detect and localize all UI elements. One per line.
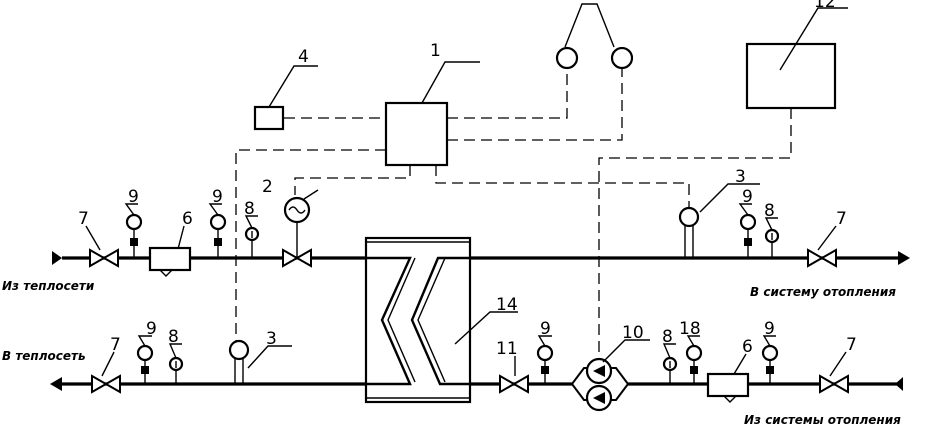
temperature-sensor-supply-icon [678,206,700,258]
label-7-top-right: 7 [836,209,847,229]
label-9-d: 9 [146,319,157,339]
valve-7a-icon [89,248,119,268]
control-valve-icon [282,196,312,268]
filter-top-icon [148,246,192,277]
label-to-heating-system: В систему отопления [750,285,896,299]
valve-7b-icon [807,248,837,268]
label-6-bottom: 6 [742,337,753,357]
label-7-bottom-left: 7 [110,335,121,355]
label-from-heating-system: Из системы отопления [744,413,901,427]
label-1: 1 [430,41,441,61]
label-8-bottom-right: 8 [662,327,673,347]
label-3-supply: 3 [735,167,746,187]
filter-bottom-icon [706,372,750,403]
valve-11-icon [499,374,529,394]
valve-7c-icon [91,374,121,394]
label-9-a: 9 [128,187,139,207]
thermometers [168,226,780,384]
leader-lines [85,3,848,377]
label-3-return: 3 [266,329,277,349]
device-12-box [745,42,837,110]
label-8-top-left: 8 [244,199,255,219]
label-9-b: 9 [212,187,223,207]
label-8-top-right: 8 [764,201,775,221]
valve-7d-icon [819,374,849,394]
label-2: 2 [262,177,273,197]
label-18: 18 [679,319,701,339]
inlet-arrow-icon [52,251,62,265]
label-6-top: 6 [182,209,193,229]
indoor-sensor-icon [610,46,634,70]
label-10: 10 [622,323,644,343]
label-12: 12 [814,0,836,12]
label-from-heat-network: Из теплосети [2,279,95,293]
label-8-bottom-left: 8 [168,327,179,347]
outlet-arrow-icon [898,251,910,265]
device-4-box [253,105,285,131]
temperature-sensor-return-icon [228,339,250,384]
label-9-f: 9 [764,319,775,339]
outlet-arrow-left-icon [50,377,62,391]
outdoor-sensor-icon [555,46,579,70]
label-4: 4 [298,47,309,67]
label-7-bottom-right: 7 [846,335,857,355]
controller-box [384,101,449,167]
label-7-top-left: 7 [78,209,89,229]
heat-exchanger [364,236,472,404]
label-11: 11 [496,339,518,359]
label-9-c: 9 [742,187,753,207]
label-9-e: 9 [540,319,551,339]
label-to-heat-network: В теплосеть [2,349,86,363]
inlet-arrow-right-icon [895,377,903,391]
circulation-pump-icon [570,357,630,412]
label-14: 14 [496,295,518,315]
